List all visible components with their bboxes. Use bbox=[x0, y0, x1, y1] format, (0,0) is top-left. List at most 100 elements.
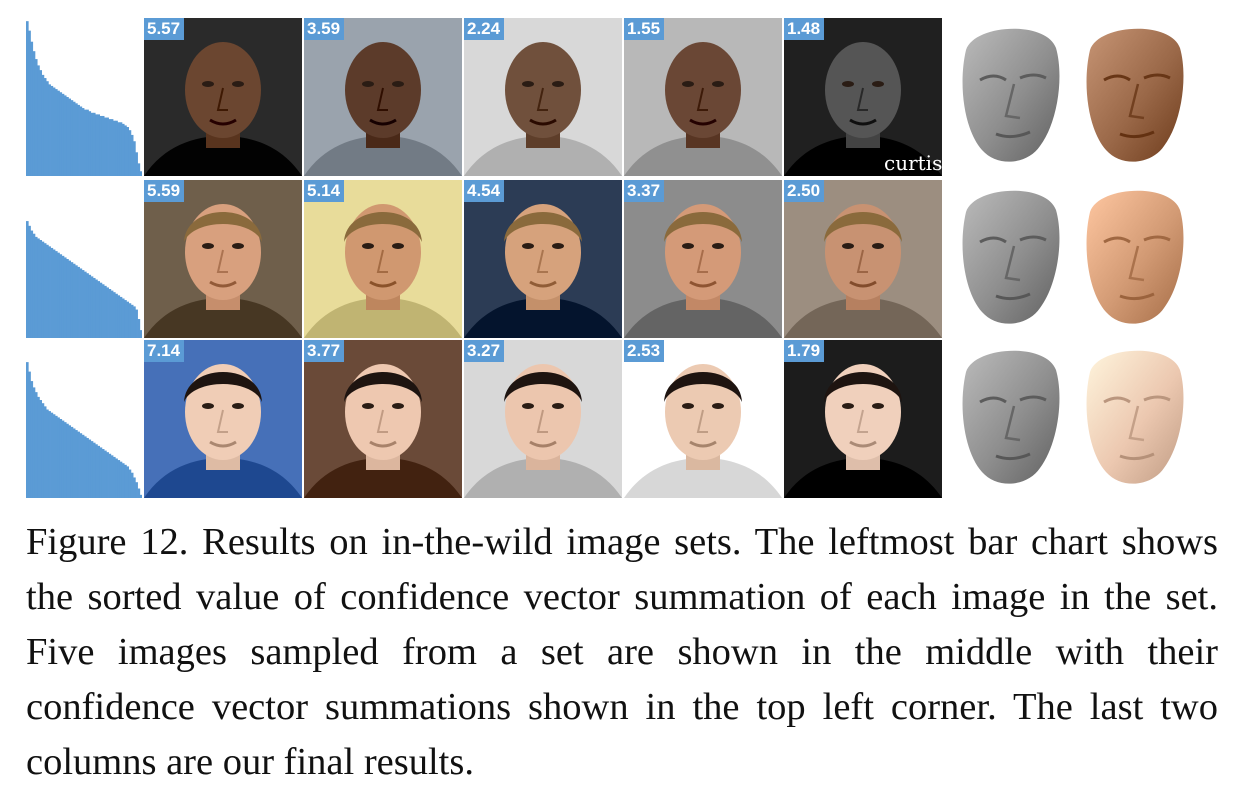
confidence-bar bbox=[101, 449, 105, 498]
face-photo: 3.77 bbox=[304, 340, 462, 498]
confidence-bar bbox=[26, 362, 29, 498]
face-photo: 2.24 bbox=[464, 18, 622, 176]
confidence-bar bbox=[26, 221, 29, 338]
confidence-bar bbox=[92, 277, 96, 338]
confidence-bar bbox=[81, 434, 85, 498]
confidence-bar bbox=[90, 441, 94, 498]
confidence-bar bbox=[139, 494, 142, 498]
confidence-bar bbox=[52, 87, 56, 176]
sorted-confidence-bar-chart bbox=[26, 362, 142, 498]
face-photo: 5.57 bbox=[144, 18, 302, 176]
confidence-bar bbox=[66, 423, 69, 498]
face-photo-graphic bbox=[144, 18, 302, 176]
confidence-bar bbox=[115, 120, 118, 176]
face-photo-graphic bbox=[464, 340, 622, 498]
confidence-bar bbox=[41, 241, 45, 338]
confidence-bar bbox=[90, 112, 94, 176]
confidence-bar bbox=[34, 59, 38, 176]
reconstruction-textured bbox=[1074, 18, 1192, 176]
confidence-bar bbox=[139, 330, 142, 338]
confidence-bar bbox=[79, 268, 83, 338]
confidence-score-badge: 5.14 bbox=[304, 180, 345, 202]
confidence-bar bbox=[137, 319, 141, 338]
confidence-bar bbox=[133, 141, 136, 176]
confidence-score-badge: 2.24 bbox=[464, 18, 505, 40]
confidence-score-badge: 1.55 bbox=[624, 18, 665, 40]
confidence-bar bbox=[61, 420, 65, 498]
confidence-bar bbox=[90, 276, 94, 338]
confidence-bar bbox=[61, 93, 65, 176]
confidence-bar bbox=[115, 293, 118, 338]
confidence-bar bbox=[84, 271, 87, 338]
confidence-bar bbox=[48, 84, 51, 176]
confidence-score-badge: 3.37 bbox=[624, 180, 665, 202]
confidence-bar bbox=[101, 115, 105, 176]
face-photo: 1.79 bbox=[784, 340, 942, 498]
confidence-bar bbox=[124, 464, 127, 498]
confidence-bar bbox=[97, 281, 101, 338]
confidence-bar bbox=[77, 431, 80, 498]
confidence-bar bbox=[97, 445, 101, 498]
confidence-bar bbox=[137, 163, 141, 176]
face-photo-graphic bbox=[144, 180, 302, 338]
face-photo-graphic bbox=[144, 340, 302, 498]
confidence-bar bbox=[104, 450, 107, 498]
face-photo: 3.27 bbox=[464, 340, 622, 498]
confidence-bar bbox=[133, 306, 136, 338]
confidence-bar bbox=[30, 230, 34, 338]
confidence-bar bbox=[81, 108, 85, 176]
textured-face-graphic bbox=[1086, 28, 1184, 162]
confidence-bar bbox=[128, 469, 132, 498]
confidence-bar bbox=[28, 371, 31, 498]
confidence-bar bbox=[63, 422, 67, 498]
confidence-bar bbox=[55, 89, 58, 176]
confidence-bar bbox=[99, 282, 103, 338]
face-photo-graphic bbox=[304, 340, 462, 498]
confidence-bar bbox=[55, 251, 58, 338]
confidence-bar bbox=[101, 284, 105, 338]
face-photo: 3.59 bbox=[304, 18, 462, 176]
confidence-bar bbox=[66, 259, 69, 338]
confidence-score-badge: 2.53 bbox=[624, 340, 665, 362]
confidence-bar bbox=[55, 415, 58, 498]
confidence-bar bbox=[70, 262, 74, 338]
confidence-bar bbox=[34, 236, 38, 338]
face-photo-graphic bbox=[624, 18, 782, 176]
confidence-bar bbox=[88, 274, 92, 338]
confidence-score-badge: 5.57 bbox=[144, 18, 185, 40]
confidence-bar bbox=[72, 428, 76, 498]
confidence-bar bbox=[135, 309, 138, 338]
confidence-score-badge: 3.27 bbox=[464, 340, 505, 362]
confidence-bar bbox=[106, 287, 109, 338]
figure-caption: Figure 12. Results on in-the-wild image … bbox=[26, 521, 1218, 783]
confidence-bar bbox=[32, 51, 36, 176]
confidence-bar bbox=[59, 419, 63, 498]
face-photo-graphic bbox=[624, 180, 782, 338]
confidence-bar bbox=[92, 442, 96, 498]
confidence-bar bbox=[106, 117, 109, 176]
confidence-bar bbox=[66, 97, 69, 176]
confidence-bar bbox=[115, 458, 118, 498]
confidence-score-badge: 7.14 bbox=[144, 340, 185, 362]
confidence-bar bbox=[104, 117, 107, 176]
confidence-bar bbox=[110, 119, 114, 176]
reconstruction-mesh bbox=[950, 18, 1068, 176]
confidence-bar bbox=[28, 30, 31, 176]
confidence-bar bbox=[117, 295, 121, 338]
confidence-bar bbox=[41, 74, 45, 176]
confidence-bar bbox=[77, 104, 80, 176]
confidence-bar bbox=[32, 387, 36, 498]
confidence-score-badge: 1.48 bbox=[784, 18, 825, 40]
confidence-bar bbox=[121, 298, 125, 338]
confidence-bar bbox=[57, 90, 60, 176]
sorted-confidence-bar-chart bbox=[26, 21, 142, 176]
confidence-bar bbox=[50, 247, 54, 338]
confidence-bar bbox=[52, 414, 56, 498]
confidence-bar bbox=[88, 439, 92, 498]
confidence-bar bbox=[124, 125, 127, 176]
confidence-score-badge: 1.79 bbox=[784, 340, 825, 362]
confidence-bar bbox=[113, 456, 116, 498]
